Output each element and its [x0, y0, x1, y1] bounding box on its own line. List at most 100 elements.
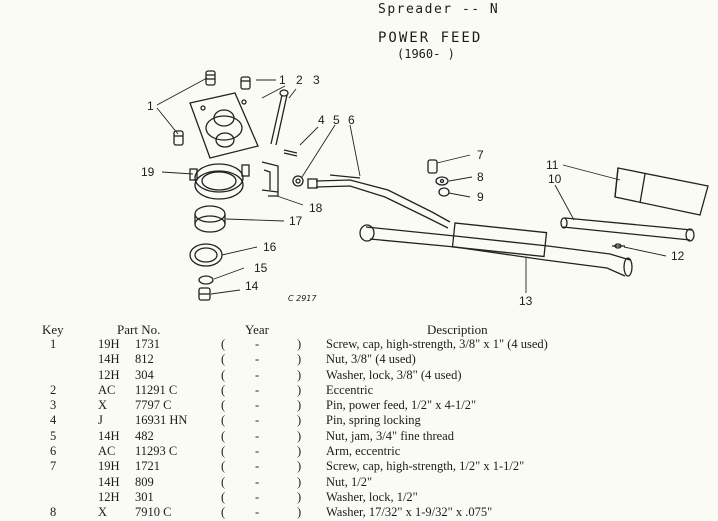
key-cell: 5 — [50, 428, 57, 443]
callout-4: 4 — [318, 113, 325, 127]
description-cell: Screw, cap, high-strength, 3/8" x 1" (4 … — [326, 337, 548, 351]
year-open-paren: ( — [221, 459, 226, 474]
year-close-paren: ) — [297, 413, 302, 428]
year-close-paren: ) — [297, 382, 302, 397]
part-number-cell: 304 — [135, 367, 154, 382]
part-prefix-cell: AC — [98, 382, 116, 397]
callout-9: 9 — [477, 190, 484, 204]
year-open-paren: ( — [221, 444, 226, 459]
jam-nut-part-5 — [292, 175, 304, 187]
description-cell: Screw, cap, high-strength, 1/2" x 1-1/2" — [326, 459, 525, 474]
key-cell: 6 — [50, 444, 57, 459]
year-cell: - — [255, 413, 260, 428]
nut-part-14 — [198, 287, 211, 301]
collar-part-17 — [194, 205, 226, 233]
part-number-cell: 809 — [135, 474, 154, 489]
year-cell: - — [255, 382, 260, 397]
eccentric-arm-part-6 — [307, 174, 451, 229]
year-open-paren: ( — [221, 398, 226, 413]
key-cell: 2 — [50, 382, 57, 397]
bolt-part-1 — [205, 70, 216, 86]
callout-18: 18 — [309, 201, 323, 215]
part-number-cell: 812 — [135, 352, 154, 367]
callout-2: 2 — [296, 73, 303, 87]
key-cell: 4 — [50, 413, 57, 428]
callout-16: 16 — [263, 240, 277, 254]
drawing-number: C 2917 — [288, 294, 317, 303]
year-open-paren: ( — [221, 352, 226, 367]
year-close-paren: ) — [297, 398, 302, 413]
pin-part-12 — [612, 243, 625, 249]
part-number-cell: 482 — [135, 428, 154, 443]
description-cell: Eccentric — [326, 382, 374, 397]
year-cell: - — [255, 505, 260, 520]
part-prefix-cell: 14H — [98, 428, 120, 443]
year-close-paren: ) — [297, 428, 302, 443]
ring-part-16 — [189, 243, 223, 267]
part-prefix-cell: X — [98, 398, 108, 413]
tube-part-10 — [560, 217, 695, 242]
section-title: POWER FEED — [378, 30, 483, 46]
description-cell: Arm, eccentric — [326, 444, 401, 459]
callout-7: 7 — [477, 148, 484, 162]
callout-14: 14 — [245, 279, 259, 293]
year-open-paren: ( — [221, 474, 226, 489]
description-cell: Washer, lock, 1/2" — [326, 489, 418, 504]
part-number-cell: 16931 HN — [135, 413, 188, 428]
year-open-paren: ( — [221, 505, 226, 520]
callout-6: 6 — [348, 113, 355, 127]
description-cell: Pin, spring locking — [326, 413, 421, 428]
year-open-paren: ( — [221, 337, 226, 351]
year-close-paren: ) — [297, 444, 302, 459]
exploded-parts-diagram — [156, 70, 709, 301]
page-header: Spreader -- N — [378, 2, 500, 17]
year-cell: - — [255, 474, 260, 489]
part-number-cell: 11293 C — [135, 444, 178, 459]
column-header-part-no: Part No. — [117, 322, 161, 337]
bolt-part-1b — [240, 76, 251, 90]
column-header-year: Year — [245, 322, 269, 337]
description-cell: Washer, lock, 3/8" (4 used) — [326, 367, 462, 382]
year-close-paren: ) — [297, 367, 302, 382]
callout-19: 19 — [141, 165, 155, 179]
housing-part-11 — [614, 167, 709, 216]
part-prefix-cell: 14H — [98, 352, 120, 367]
part-prefix-cell: 14H — [98, 474, 120, 489]
power-feed-shaft-part-13 — [359, 222, 633, 277]
part-prefix-cell: X — [98, 505, 108, 520]
part-prefix-cell: 19H — [98, 459, 120, 474]
description-cell: Washer, 17/32" x 1-9/32" x .075" — [326, 505, 493, 520]
year-close-paren: ) — [297, 352, 302, 367]
eccentric-plate-part-2 — [189, 92, 259, 159]
year-close-paren: ) — [297, 505, 302, 520]
year-close-paren: ) — [297, 489, 302, 504]
part-number-cell: 1721 — [135, 459, 160, 474]
bracket-part-18 — [261, 161, 279, 197]
callout-8: 8 — [477, 170, 484, 184]
screw-part-7 — [427, 159, 438, 174]
year-open-paren: ( — [221, 413, 226, 428]
part-number-cell: 7797 C — [135, 398, 172, 413]
bolt-part-1c — [173, 130, 184, 146]
leader-lines — [156, 77, 667, 295]
year-range: (1960- ) — [397, 47, 455, 61]
callout-5: 5 — [333, 113, 340, 127]
part-prefix-cell: J — [98, 413, 103, 428]
year-cell: - — [255, 398, 260, 413]
part-number-cell: 301 — [135, 489, 154, 504]
year-cell: - — [255, 459, 260, 474]
callout-12: 12 — [671, 249, 685, 263]
year-cell: - — [255, 367, 260, 382]
year-cell: - — [255, 489, 260, 504]
washer-part-8 — [435, 176, 449, 186]
year-close-paren: ) — [297, 474, 302, 489]
description-cell: Pin, power feed, 1/2" x 4-1/2" — [326, 398, 477, 413]
year-open-paren: ( — [221, 382, 226, 397]
